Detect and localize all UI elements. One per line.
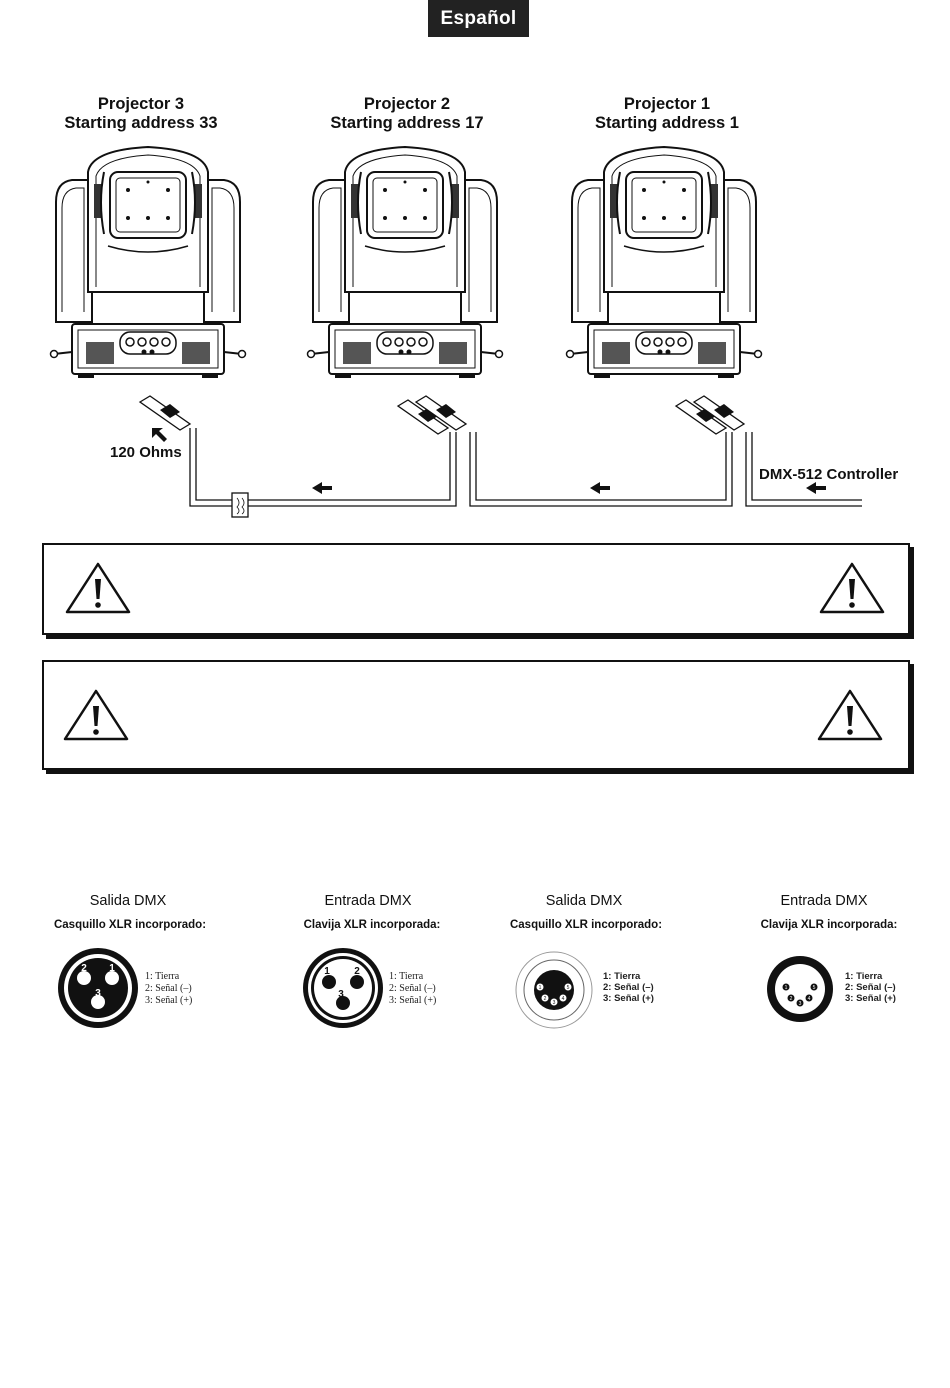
projector-name: Projector 3 xyxy=(97,95,185,113)
controller-label: DMX-512 Controller xyxy=(759,466,899,483)
pin-number: 1 xyxy=(785,985,788,991)
pin-number: 1 xyxy=(539,985,542,991)
pin-number: 4 xyxy=(808,996,811,1002)
xlr-3pin-plug-icon: 1 2 3 xyxy=(303,948,383,1028)
pin-legend: 1: Tierra 2: Señal (–) 3: Señal (+) xyxy=(145,971,193,1006)
pin-legend: 1: Tierra 2: Señal (–) 3: Señal (+) xyxy=(603,971,654,1004)
dmx-wiring-diagram xyxy=(49,146,862,518)
pin-number: 3 xyxy=(95,988,101,999)
projector-1-fixture xyxy=(565,146,763,379)
resistor-block xyxy=(231,492,249,518)
xlr-5pin-socket-icon: 1 2 3 4 5 xyxy=(515,951,593,1029)
warning-triangle-icon xyxy=(65,562,131,614)
pin-number: 5 xyxy=(813,985,816,991)
connector-subtitle: Casquillo XLR incorporado: xyxy=(509,919,663,931)
projector-3-fixture xyxy=(49,146,247,379)
projector-2-label: Projector 2 Starting address 17 xyxy=(297,95,517,133)
dmx-cable xyxy=(189,428,862,507)
terminator-plug xyxy=(139,395,191,431)
projector-address: Starting address 17 xyxy=(330,114,484,132)
xlr-3pin-socket-icon: 2 1 3 xyxy=(58,948,138,1028)
warning-triangle-icon xyxy=(817,689,883,741)
language-badge: Español xyxy=(428,0,529,37)
connector-subtitle: Casquillo XLR incorporado: xyxy=(53,919,207,931)
warning-triangle-icon xyxy=(63,689,129,741)
pin-number: 1 xyxy=(109,963,115,974)
projector-3-label: Projector 3 Starting address 33 xyxy=(31,95,251,133)
pin-number: 3 xyxy=(799,1001,802,1007)
terminator-label: 120 Ohms xyxy=(110,444,182,461)
connector-title: Entrada DMX xyxy=(324,893,412,909)
xlr-5pin-plug-icon: 1 2 3 4 5 xyxy=(767,956,833,1022)
pin-legend: 1: Tierra 2: Señal (–) 3: Señal (+) xyxy=(389,971,437,1006)
pin-number: 2 xyxy=(354,966,360,977)
pin-number: 2 xyxy=(544,996,547,1002)
connector-subtitle: Clavija XLR incorporada: xyxy=(760,919,898,931)
signal-arrow xyxy=(312,482,826,494)
pin-number: 2 xyxy=(81,963,87,974)
connector-title: Salida DMX xyxy=(89,893,167,909)
connector-subtitle: Clavija XLR incorporada: xyxy=(303,919,441,931)
terminator-pointer-arrow xyxy=(152,428,167,442)
pin-number: 2 xyxy=(790,996,793,1002)
projector-name: Projector 2 xyxy=(363,95,451,113)
pin-number: 3 xyxy=(553,1000,556,1006)
projector-address: Starting address 1 xyxy=(595,114,739,132)
pin-number: 3 xyxy=(338,989,344,1000)
connector-title: Salida DMX xyxy=(545,893,623,909)
pin-number: 5 xyxy=(567,985,570,991)
projector-address: Starting address 33 xyxy=(64,114,218,132)
pin-number: 1 xyxy=(324,966,330,977)
warning-box-1 xyxy=(42,543,910,635)
projector-name: Projector 1 xyxy=(623,95,711,113)
projector-1-label: Projector 1 Starting address 1 xyxy=(557,95,777,133)
warning-box-2 xyxy=(42,660,910,770)
pin-number: 4 xyxy=(562,996,565,1002)
warning-triangle-icon xyxy=(819,562,885,614)
connector-title: Entrada DMX xyxy=(780,893,868,909)
projector-2-fixture xyxy=(306,146,504,379)
pin-legend: 1: Tierra 2: Señal (–) 3: Señal (+) xyxy=(845,971,896,1004)
